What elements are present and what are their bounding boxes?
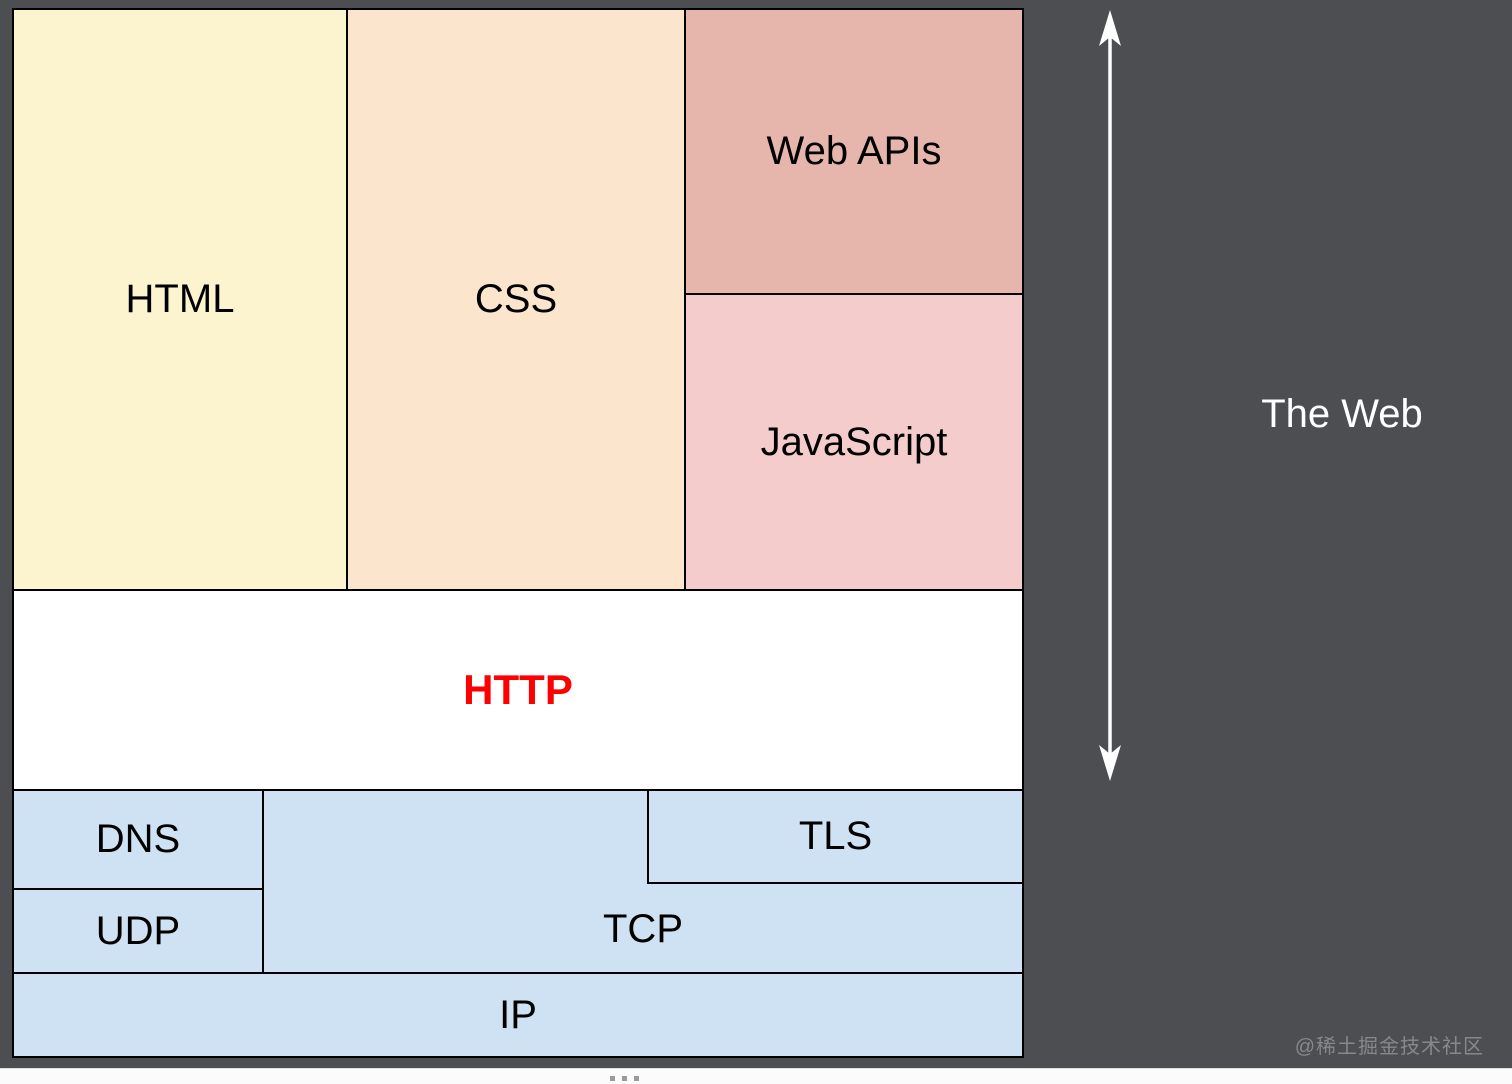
page-bottom-strip <box>0 1068 1512 1084</box>
html-label: HTML <box>125 277 235 321</box>
the-web-label: The Web <box>1261 392 1423 436</box>
http-box: HTTP <box>12 589 1024 791</box>
double-arrow-icon <box>1099 10 1121 781</box>
ip-box: IP <box>12 972 1024 1058</box>
udp-box: UDP <box>12 888 264 974</box>
css-box: CSS <box>346 8 686 591</box>
tls-label: TLS <box>798 814 873 858</box>
web-apis-label: Web APIs <box>766 129 942 173</box>
html-box: HTML <box>12 8 348 591</box>
http-label: HTTP <box>463 666 573 713</box>
dns-label: DNS <box>95 817 181 861</box>
ip-label: IP <box>499 992 537 1037</box>
drag-handle-icon <box>610 1076 639 1081</box>
web-apis-box: Web APIs <box>684 8 1024 295</box>
watermark-text: @稀土掘金技术社区 <box>1294 1036 1484 1058</box>
javascript-box: JavaScript <box>684 293 1024 591</box>
tls-box: TLS <box>647 789 1024 884</box>
javascript-label: JavaScript <box>760 419 948 464</box>
dns-box: DNS <box>12 789 264 890</box>
css-label: CSS <box>474 277 558 321</box>
udp-label: UDP <box>95 908 181 953</box>
